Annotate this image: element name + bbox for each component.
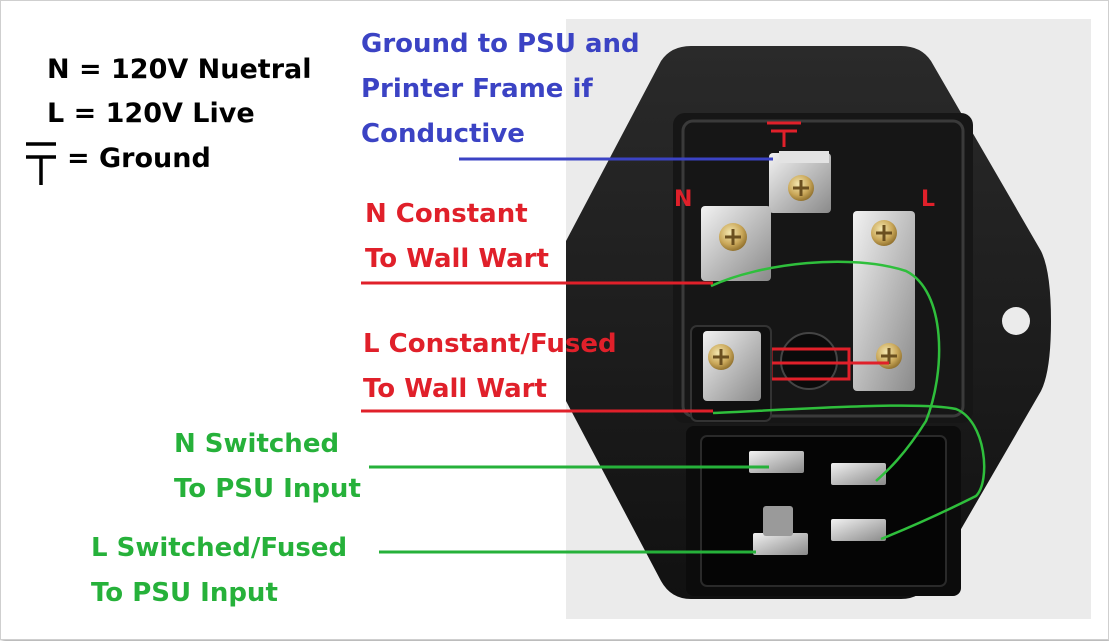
switch-terminal-2: [831, 463, 886, 485]
switch-post: [763, 506, 793, 536]
mounting-hole-right: [1002, 307, 1030, 335]
switch-terminal-3: [831, 519, 886, 541]
switch-terminal-1: [749, 451, 804, 473]
n-switched-label-line2: To PSU Input: [174, 474, 361, 504]
terminal-tag-n: N: [674, 187, 693, 212]
ground-symbol-icon: [26, 142, 56, 185]
n-constant-label-line1: N Constant: [365, 199, 528, 229]
l-constant-label-line1: L Constant/Fused: [363, 329, 617, 359]
ground-tab: [779, 151, 829, 163]
ground-label-line1: Ground to PSU and: [361, 29, 640, 59]
wire-l-switched: [712, 404, 986, 541]
l-switched-label-line2: To PSU Input: [91, 578, 278, 608]
ground-label-line2: Printer Frame if: [361, 74, 593, 104]
wire-n-switched: [710, 260, 941, 482]
n-constant-label-line2: To Wall Wart: [365, 244, 549, 274]
fuse-holder: [780, 332, 838, 390]
legend-live: L = 120V Live: [47, 98, 255, 129]
l-constant-label-line2: To Wall Wart: [363, 374, 547, 404]
l-terminal-plate: [853, 211, 915, 391]
switch-recess: [700, 435, 947, 587]
switch-terminal-4: [753, 533, 808, 555]
legend-neutral: N = 120V Nuetral: [47, 54, 312, 85]
ground-label-line3: Conductive: [361, 119, 525, 149]
n-switched-label-line1: N Switched: [174, 429, 340, 459]
socket-ground-mark-icon: [767, 121, 801, 147]
terminal-tag-l: L: [921, 187, 936, 212]
inlet-raised-edge: [681, 119, 965, 418]
legend-ground: = Ground: [67, 143, 211, 174]
l-switched-label-line1: L Switched/Fused: [91, 533, 348, 563]
